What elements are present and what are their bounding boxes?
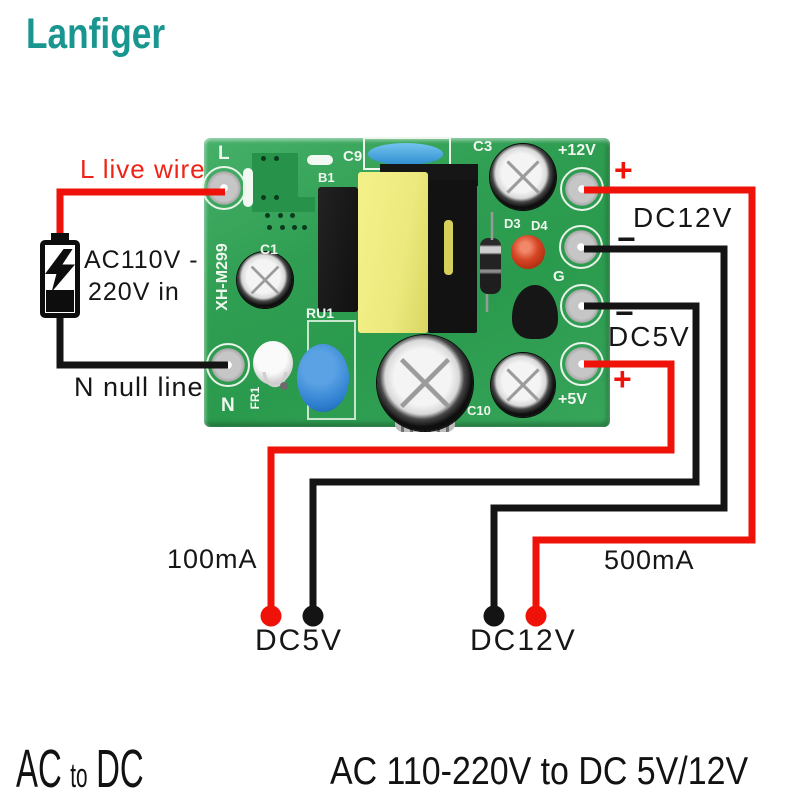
- silk-label-c1: C1: [260, 241, 278, 257]
- wire-5v-minus: [309, 302, 700, 610]
- current-rating-12v: 500mA: [604, 545, 695, 575]
- pad-12v-plus: [560, 167, 604, 211]
- terminal-12v-minus: [483, 605, 505, 627]
- terminal-5v-minus: [302, 605, 324, 627]
- capacitor-c9: [368, 143, 443, 165]
- footer-title-dc: DC: [96, 739, 144, 799]
- battery-nub: [51, 233, 69, 242]
- silk-label-n: N: [221, 395, 235, 416]
- varistor-ru1: [297, 344, 349, 412]
- terminal-12v-plus: [525, 605, 547, 627]
- live-wire-label: L live wire: [80, 154, 206, 184]
- capacitor-c10: [491, 353, 555, 417]
- plus-sign-5v: +: [613, 361, 632, 397]
- silkscreen-slot: [243, 168, 253, 207]
- pad-l-input: [202, 166, 246, 210]
- diode-d3: [480, 238, 501, 294]
- current-rating-5v: 100mA: [167, 544, 258, 574]
- via-dot: [290, 213, 295, 218]
- dc12v-output-label: DC12V: [633, 202, 734, 233]
- silk-label-b1: B1: [318, 170, 335, 185]
- via-dot: [261, 156, 266, 161]
- minus-sign-12v: −: [617, 221, 636, 257]
- ground-plane-pad: [252, 153, 298, 212]
- ac-input-label-line1: AC110V -: [84, 246, 199, 274]
- silk-label-c3: C3: [473, 138, 493, 155]
- via-dot: [280, 225, 285, 230]
- via-dot: [267, 225, 272, 230]
- capacitor-c3: [490, 144, 556, 210]
- battery-icon: [38, 230, 84, 322]
- footer-subtitle: AC 110-220V to DC 5V/12V: [330, 750, 749, 793]
- terminal-label-dc5v: DC5V: [255, 624, 344, 657]
- via-dot: [278, 213, 283, 218]
- footer-title-to: to: [70, 757, 88, 795]
- fr1-lead-pad: [280, 382, 288, 390]
- via-dot: [274, 156, 279, 161]
- battery-charge-fill: [46, 290, 74, 312]
- dc5v-output-label: DC5V: [608, 321, 691, 352]
- terminal-5v-plus: [260, 605, 282, 627]
- via-dot: [274, 195, 279, 200]
- silk-label-plus12v: +12V: [558, 142, 596, 159]
- transformer-heatsink: [318, 187, 358, 312]
- silkscreen-pill: [307, 155, 333, 165]
- diode-leads: [485, 212, 494, 312]
- wire-live-red: [56, 188, 225, 240]
- wire-5v-plus: [267, 360, 675, 610]
- ac-input-label-line2: 220V in: [88, 278, 180, 306]
- transistor-u4: [512, 285, 558, 339]
- silk-label-g: G: [553, 268, 565, 285]
- brand-logo: Lanfiger: [26, 10, 166, 58]
- fr1-lead-loop: [262, 371, 288, 388]
- capacitor-c1: [237, 252, 293, 308]
- via-dot: [261, 195, 266, 200]
- wire-null-black: [56, 314, 228, 369]
- via-dot: [292, 225, 297, 230]
- via-dot: [265, 213, 270, 218]
- led-d4: [511, 235, 545, 269]
- wire-12v-plus: [532, 186, 756, 610]
- silk-label-plus5v: +5V: [558, 391, 587, 408]
- silk-label-ru1: RU1: [306, 305, 335, 321]
- silk-label-d3: D3: [504, 216, 521, 231]
- capacitor-main: [377, 335, 473, 431]
- silk-label-l: L: [218, 143, 230, 164]
- silk-label-c10: C10: [467, 403, 491, 418]
- silk-label-c9: C9: [343, 148, 363, 165]
- footer-title-ac: AC: [16, 739, 62, 799]
- null-line-label: N null line: [74, 372, 204, 402]
- minus-sign-5v: −: [615, 295, 634, 331]
- silk-label-d4: D4: [531, 218, 548, 233]
- transformer-tape: [358, 172, 428, 333]
- via-dot: [302, 225, 307, 230]
- wire-12v-minus: [490, 245, 728, 610]
- ground-plane-step: [298, 197, 315, 212]
- transformer-tape-sliver: [444, 220, 453, 275]
- terminal-label-dc12v: DC12V: [470, 624, 577, 657]
- pcb-board: L C9 B1 C3 +12V XH-M299 C1 RU1 D3 D4 G N…: [202, 137, 610, 432]
- plus-sign-12v: +: [614, 152, 633, 188]
